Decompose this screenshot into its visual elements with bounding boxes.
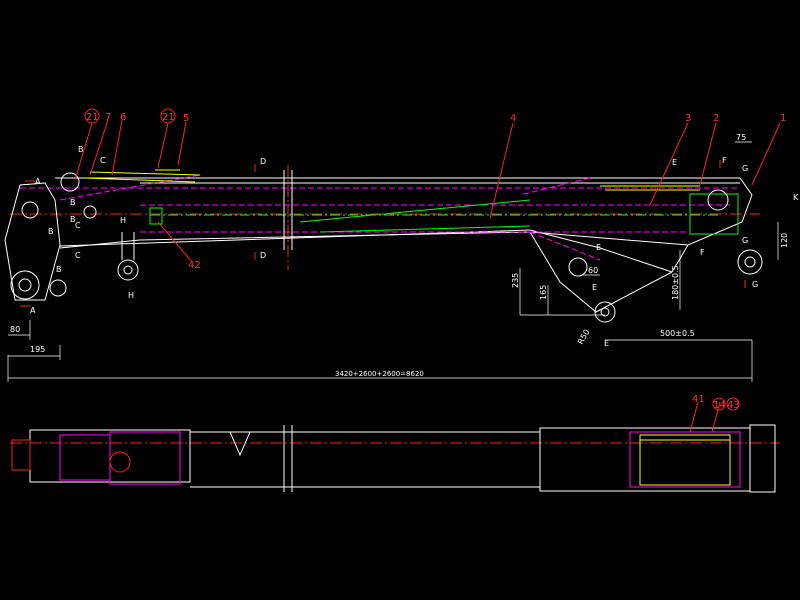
section-a-bottom: A bbox=[30, 306, 36, 315]
section-g-2: G bbox=[742, 236, 748, 245]
callout-4: 4 bbox=[510, 113, 516, 124]
dim-total: 3420+2600+2600=8620 bbox=[335, 370, 424, 378]
section-h-2: H bbox=[128, 291, 134, 300]
dim-75: 75 bbox=[736, 133, 746, 142]
boom-head bbox=[568, 189, 763, 323]
cut-markers bbox=[20, 160, 746, 307]
dim-60: 60 bbox=[588, 266, 598, 275]
section-k: K bbox=[793, 193, 799, 202]
plan-yellow bbox=[639, 434, 731, 486]
section-d-top: D bbox=[260, 157, 266, 166]
section-a-top: A bbox=[35, 177, 41, 186]
section-b-3: B bbox=[70, 215, 76, 224]
dim-235: 235 bbox=[511, 273, 520, 288]
dim-195: 195 bbox=[30, 345, 45, 354]
section-e-2: E bbox=[596, 243, 601, 252]
dim-500: 500±0.5 bbox=[660, 329, 695, 338]
section-d-bottom: D bbox=[260, 251, 266, 260]
dim-80: 80 bbox=[10, 325, 20, 334]
callout-41: 41 bbox=[692, 394, 705, 405]
section-b-5: B bbox=[56, 265, 62, 274]
section-c-3: C bbox=[75, 251, 81, 260]
leaders bbox=[74, 119, 781, 263]
root-bracket bbox=[4, 172, 139, 301]
plan-red bbox=[11, 401, 721, 473]
plan-view bbox=[11, 401, 776, 493]
boom-outline bbox=[55, 177, 753, 313]
callout-14: 14 bbox=[713, 400, 726, 411]
section-c-2: C bbox=[75, 221, 81, 230]
callout-21b: 21 bbox=[162, 112, 175, 123]
section-f-1: F bbox=[722, 156, 727, 165]
callout-1: 1 bbox=[780, 113, 786, 124]
dimension-lines bbox=[7, 141, 779, 382]
callout-43: 43 bbox=[727, 400, 740, 411]
section-e-3: E bbox=[592, 283, 597, 292]
centerlines bbox=[10, 165, 780, 444]
section-f-2: F bbox=[700, 248, 705, 257]
callout-5: 5 bbox=[183, 113, 189, 124]
callout-2: 2 bbox=[713, 113, 719, 124]
plan-root-detail bbox=[59, 431, 741, 488]
section-b-2: B bbox=[70, 198, 76, 207]
callout-6: 6 bbox=[120, 112, 126, 123]
detail-lines bbox=[84, 169, 700, 191]
dim-180: 180±0.5 bbox=[671, 265, 680, 300]
callout-42: 42 bbox=[188, 260, 201, 271]
section-b-1: B bbox=[78, 145, 84, 154]
callout-21a: 21 bbox=[86, 112, 99, 123]
section-g-3: G bbox=[752, 280, 758, 289]
break-marks bbox=[283, 170, 293, 250]
callout-3: 3 bbox=[685, 113, 691, 124]
callout-balloons bbox=[84, 108, 740, 411]
section-b-4: B bbox=[48, 227, 54, 236]
section-c-1: C bbox=[100, 156, 106, 165]
dim-165: 165 bbox=[539, 285, 548, 300]
hidden-lines bbox=[20, 174, 740, 261]
elevation-view bbox=[4, 119, 781, 444]
section-g-1: G bbox=[742, 164, 748, 173]
section-h-1: H bbox=[120, 216, 126, 225]
dim-r50: R50 bbox=[576, 328, 592, 346]
dim-120: 120 bbox=[780, 233, 789, 248]
section-e-1: E bbox=[672, 158, 677, 167]
section-e-4: E bbox=[604, 339, 609, 348]
callout-7: 7 bbox=[105, 112, 111, 123]
